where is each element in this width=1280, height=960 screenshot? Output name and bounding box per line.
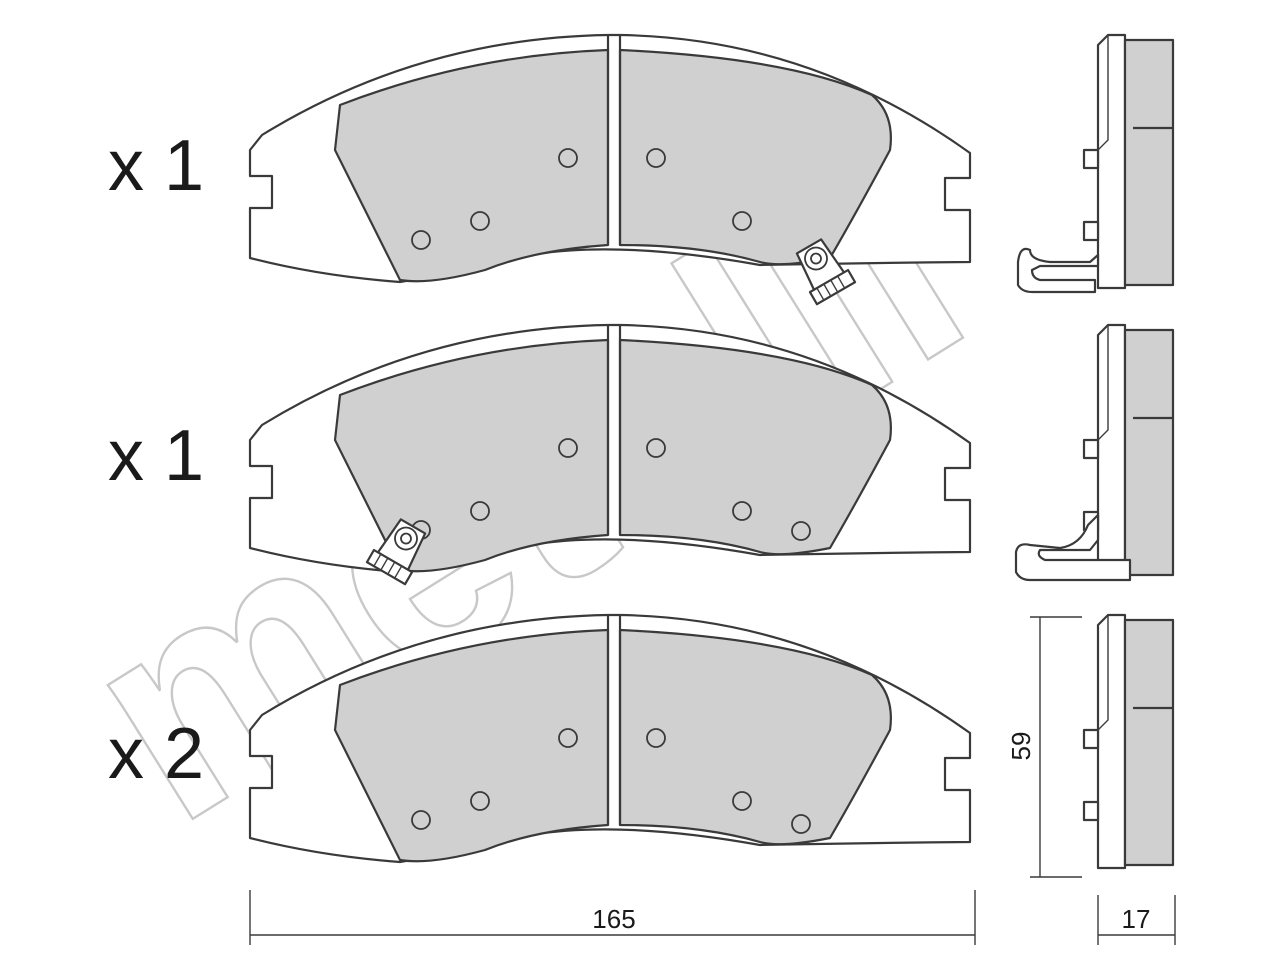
- width-dimension-label: 165: [592, 904, 635, 934]
- pad-side-view-row-2: [1014, 323, 1175, 582]
- brake-pad-row-3: [248, 613, 972, 864]
- thickness-dimension: 17: [1097, 895, 1176, 945]
- height-dimension-label: 59: [1006, 732, 1036, 761]
- quantity-label-row-1: x 1: [108, 126, 204, 206]
- quantity-label-row-2: x 1: [108, 416, 204, 496]
- width-dimension: 165: [249, 890, 976, 945]
- quantity-label-row-3: x 2: [108, 714, 204, 794]
- thickness-dimension-label: 17: [1122, 904, 1151, 934]
- pad-side-view-row-1: [1016, 33, 1175, 294]
- spring-clip-icon: [1014, 513, 1132, 582]
- height-dimension: 59: [1006, 616, 1082, 878]
- pad-side-view-row-3: [1082, 613, 1175, 870]
- brake-pad-row-2: [248, 323, 972, 586]
- spring-clip-icon: [1016, 247, 1100, 294]
